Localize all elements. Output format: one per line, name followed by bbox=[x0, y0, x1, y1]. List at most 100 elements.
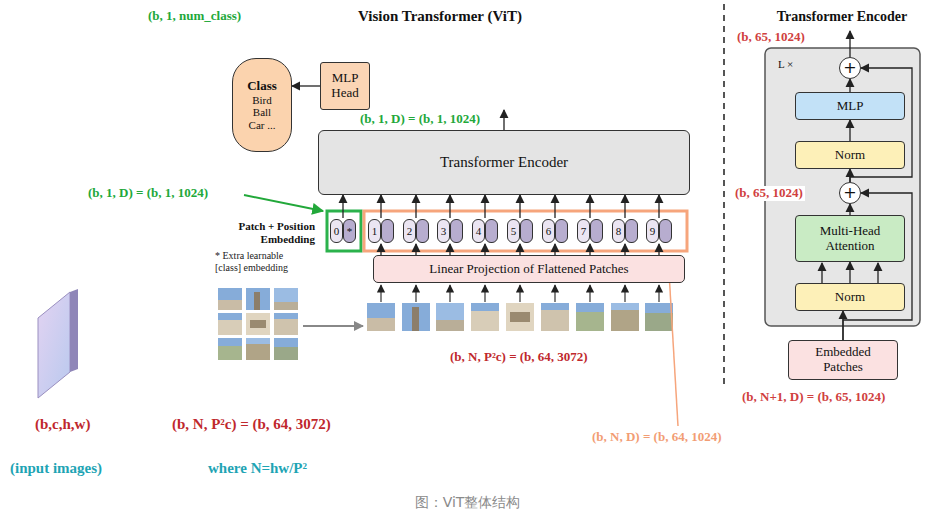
linear-projection-box: Linear Projection of Flattened Patches bbox=[373, 255, 685, 283]
connector bbox=[624, 195, 625, 218]
position-pill: 5 bbox=[507, 219, 520, 243]
connector bbox=[380, 244, 381, 255]
patch-arrow bbox=[624, 285, 625, 302]
box-label: Multi-Head Attention bbox=[800, 224, 900, 254]
grid-cell bbox=[250, 320, 266, 328]
patch-token: 7 bbox=[577, 218, 603, 244]
patch-arrow bbox=[484, 285, 485, 302]
output-arrow bbox=[849, 31, 850, 57]
box-label: Linear Projection of Flattened Patches bbox=[429, 262, 628, 277]
grid-cell bbox=[218, 338, 242, 346]
connector bbox=[624, 244, 625, 255]
connector bbox=[849, 120, 850, 141]
connector bbox=[449, 195, 450, 218]
connector bbox=[849, 204, 850, 215]
embedding-pill bbox=[485, 219, 498, 243]
patch-arrow bbox=[519, 285, 520, 302]
position-pill: 0 bbox=[330, 219, 343, 243]
patch bbox=[576, 303, 604, 331]
figure-caption: 图：ViT整体结构 bbox=[0, 494, 935, 510]
box-heading: Class bbox=[247, 78, 277, 94]
dimension-label: (b, N, P²c) = (b, 64, 3072) bbox=[172, 416, 331, 433]
patch bbox=[645, 303, 673, 331]
patch bbox=[412, 307, 419, 331]
patch-token: 5 bbox=[507, 218, 533, 244]
divider-line bbox=[723, 4, 725, 385]
connector bbox=[519, 195, 520, 218]
grid-cell bbox=[274, 288, 298, 310]
patch-arrow bbox=[380, 285, 381, 302]
grid-cell bbox=[274, 313, 298, 335]
patch-arrow bbox=[449, 285, 450, 302]
dimension-label: (b, 1, D) = (b, 1, 1024) bbox=[360, 112, 480, 127]
patch bbox=[541, 303, 569, 331]
connector bbox=[342, 195, 343, 218]
attention-input-arrow bbox=[821, 263, 822, 283]
position-pill: 2 bbox=[403, 219, 416, 243]
input-image-side bbox=[70, 289, 78, 372]
patch bbox=[436, 320, 464, 331]
embedded-patches-box: Embedded Patches bbox=[788, 340, 898, 380]
grid-cell bbox=[218, 313, 242, 335]
connector bbox=[589, 195, 590, 218]
patch bbox=[541, 303, 569, 310]
box-label: Transformer Encoder bbox=[440, 154, 568, 171]
mlp-box: MLP bbox=[795, 92, 905, 120]
connector bbox=[415, 244, 416, 255]
dimension-label: where N=hw/P² bbox=[208, 460, 307, 477]
patch bbox=[436, 303, 464, 331]
grid-arrow bbox=[303, 325, 363, 327]
patch-arrow bbox=[658, 285, 659, 302]
patch bbox=[645, 303, 673, 313]
position-pill: 7 bbox=[577, 219, 590, 243]
norm-box: Norm bbox=[795, 141, 905, 169]
grid-cell bbox=[218, 288, 242, 310]
embedding-pill bbox=[555, 219, 568, 243]
add-circle: + bbox=[839, 182, 861, 204]
connector bbox=[519, 244, 520, 255]
dimension-label: (b, N, D) = (b, 64, 1024) bbox=[592, 430, 721, 445]
dimension-label: (b, 65, 1024) bbox=[737, 30, 805, 45]
connector bbox=[415, 195, 416, 218]
plus-sign: + bbox=[840, 183, 860, 202]
patch-arrow bbox=[415, 285, 416, 302]
position-pill: 6 bbox=[542, 219, 555, 243]
patch-token: 6 bbox=[542, 218, 568, 244]
position-pill: 1 bbox=[368, 219, 381, 243]
leader-arrow bbox=[244, 195, 323, 211]
patch bbox=[611, 303, 639, 310]
patch bbox=[506, 303, 534, 331]
embedding-pill bbox=[625, 219, 638, 243]
connector bbox=[292, 85, 320, 86]
position-pill: 9 bbox=[646, 219, 659, 243]
connector bbox=[589, 244, 590, 255]
patch bbox=[471, 303, 499, 331]
attention-box: Multi-Head Attention bbox=[795, 215, 905, 262]
dimension-label: Patch + Position Embedding bbox=[205, 220, 315, 245]
dimension-label: (b, N, P²c) = (b, 64, 3072) bbox=[450, 350, 588, 365]
embedding-pill: * bbox=[343, 219, 356, 243]
dimension-label: (b, 1, num_class) bbox=[148, 9, 241, 24]
embedding-pill bbox=[450, 219, 463, 243]
grid-cell bbox=[218, 338, 242, 360]
image-grid bbox=[218, 288, 298, 360]
grid-cell bbox=[246, 338, 270, 360]
add-circle: + bbox=[839, 57, 861, 79]
grid-cell bbox=[254, 292, 260, 310]
connector bbox=[484, 244, 485, 255]
box-label: Norm bbox=[835, 290, 865, 305]
box-label: Norm bbox=[835, 148, 865, 163]
dimension-label: * Extra learnable [class] embedding bbox=[215, 250, 310, 273]
position-pill: 8 bbox=[612, 219, 625, 243]
patch bbox=[471, 303, 499, 311]
grid-cell bbox=[218, 300, 242, 310]
connector bbox=[449, 244, 450, 255]
patch-token: 9 bbox=[646, 218, 672, 244]
grid-cell bbox=[274, 313, 298, 319]
connector bbox=[849, 79, 850, 92]
grid-cell bbox=[274, 338, 298, 347]
plus-sign: + bbox=[840, 58, 860, 77]
dimension-label: (b, N+1, D) = (b, 65, 1024) bbox=[742, 390, 885, 405]
patch-token: 1 bbox=[368, 218, 394, 244]
dimension-label: (b, 65, 1024) bbox=[733, 186, 805, 201]
